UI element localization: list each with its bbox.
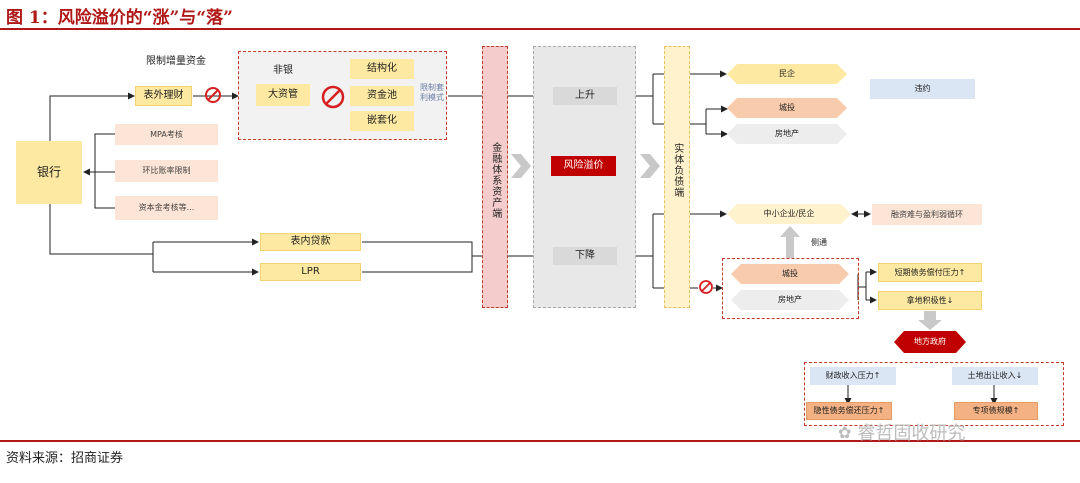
local-gov-node: 地方政府 (914, 337, 946, 347)
sme-node: 中小企业/民企 (763, 209, 815, 219)
real-debt-column (664, 46, 690, 308)
land-buying-node: 拿地积极性↓ (878, 291, 982, 310)
risk-premium-node: 风险溢价 (551, 156, 616, 176)
chevron-right-icon-2 (640, 154, 660, 178)
loan-ratio-node: 环比账率限制 (115, 160, 218, 182)
prohibited-icon-large (321, 85, 345, 109)
risk-premium-column (533, 46, 636, 308)
watermark-text: 睿哲固收研究 (857, 423, 966, 444)
structured-node: 结构化 (350, 59, 414, 79)
special-bond-node: 专项债规模↑ (954, 402, 1038, 420)
bottom-hexagons (731, 264, 849, 310)
down-node: 下降 (553, 247, 617, 265)
lgfv-top-node: 城投 (779, 103, 795, 113)
non-bank-label: 非银 (273, 65, 293, 77)
title-rule (0, 28, 1080, 30)
big-am-node: 大资管 (256, 84, 310, 106)
financial-side-column (482, 46, 508, 308)
real-debt-label: 实体负债端 (671, 142, 683, 198)
fiscal-rev-node: 财政收入压力↑ (810, 367, 896, 385)
side-channel-label: 侧通 (811, 238, 827, 248)
land-sales-node: 土地出让收入↓ (952, 367, 1038, 385)
wechat-icon: ✿ (838, 422, 852, 442)
lgfv-realestate-group (722, 258, 859, 319)
fiscal-group (804, 362, 1064, 426)
source-note: 资料来源：招商证券 (6, 451, 124, 466)
onbs-loans-node: 表内贷款 (260, 233, 361, 251)
right-top-hexagons (727, 64, 847, 144)
figure-title: 图 1：风险溢价的“涨”与“落” (6, 8, 233, 28)
lpr-node: LPR (260, 263, 361, 281)
financing-loop-node: 融资难与盈利弱循环 (872, 204, 982, 225)
mpa-node: MPA考核 (115, 124, 218, 145)
source-rule (0, 440, 1080, 442)
realestate-bottom-node: 房地产 (778, 295, 802, 305)
short-debt-node: 短期债务偿付压力↑ (878, 263, 982, 282)
bank-node: 银行 (16, 141, 82, 204)
capital-node: 资本金考核等... (115, 196, 218, 220)
prohibited-icon (205, 87, 221, 103)
limit-arb-label: 限制套利模式 (420, 83, 444, 102)
realestate-top-node: 房地产 (775, 129, 799, 139)
up-node: 上升 (553, 87, 617, 105)
sme-hexagon (727, 204, 851, 224)
default-node: 违约 (870, 79, 975, 99)
chevron-right-icon (511, 154, 531, 178)
hidden-debt-node: 隐性债务偿还压力↑ (806, 402, 892, 420)
local-gov-hexagon (894, 331, 966, 353)
lgfv-bottom-node: 城投 (782, 269, 798, 279)
limit-incremental-label: 限制增量资金 (146, 56, 206, 68)
prohibited-icon-small (699, 280, 713, 294)
offbs-wm-node: 表外理财 (135, 86, 192, 106)
financial-side-label: 金融体系资产端 (489, 141, 501, 219)
up-grey-arrow (780, 226, 800, 258)
down-grey-arrow (918, 311, 942, 330)
private-node: 民企 (779, 69, 795, 79)
watermark: ✿ 睿哲固收研究 (838, 418, 1048, 446)
pool-node: 资金池 (350, 86, 414, 106)
nested-node: 嵌套化 (350, 111, 414, 131)
